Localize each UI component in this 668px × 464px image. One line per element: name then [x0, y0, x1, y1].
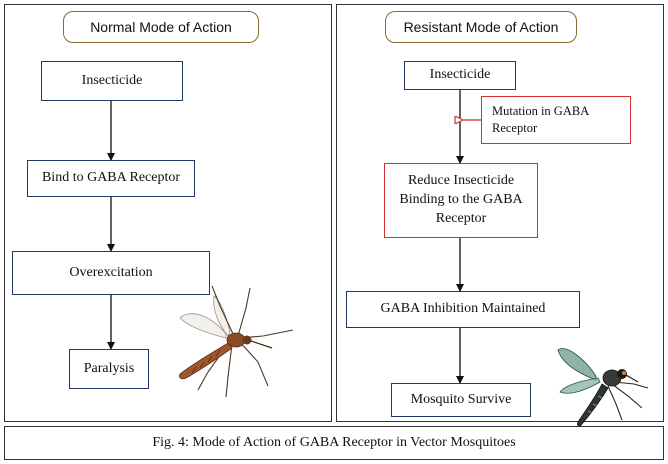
resistant-mode-title: Resistant Mode of Action	[385, 11, 577, 43]
mutation-gaba-receptor-box: Mutation in GABA Receptor	[481, 96, 631, 144]
left-step-paralysis: Paralysis	[69, 349, 149, 389]
right-step-inhibition-maintained: GABA Inhibition Maintained	[346, 291, 580, 328]
mosquito-illustration-green	[557, 348, 649, 427]
left-step-bind-receptor: Bind to GABA Receptor	[27, 160, 195, 197]
right-step-insecticide: Insecticide	[404, 61, 516, 90]
right-step-mosquito-survive: Mosquito Survive	[391, 383, 531, 417]
mosquito-illustration-brown	[179, 285, 294, 398]
left-step-overexcitation: Overexcitation	[12, 251, 210, 295]
right-step-reduce-binding: Reduce Insecticide Binding to the GABA R…	[384, 163, 538, 238]
figure-caption: Fig. 4: Mode of Action of GABA Receptor …	[4, 426, 664, 460]
normal-mode-title: Normal Mode of Action	[63, 11, 259, 43]
left-step-insecticide: Insecticide	[41, 61, 183, 101]
